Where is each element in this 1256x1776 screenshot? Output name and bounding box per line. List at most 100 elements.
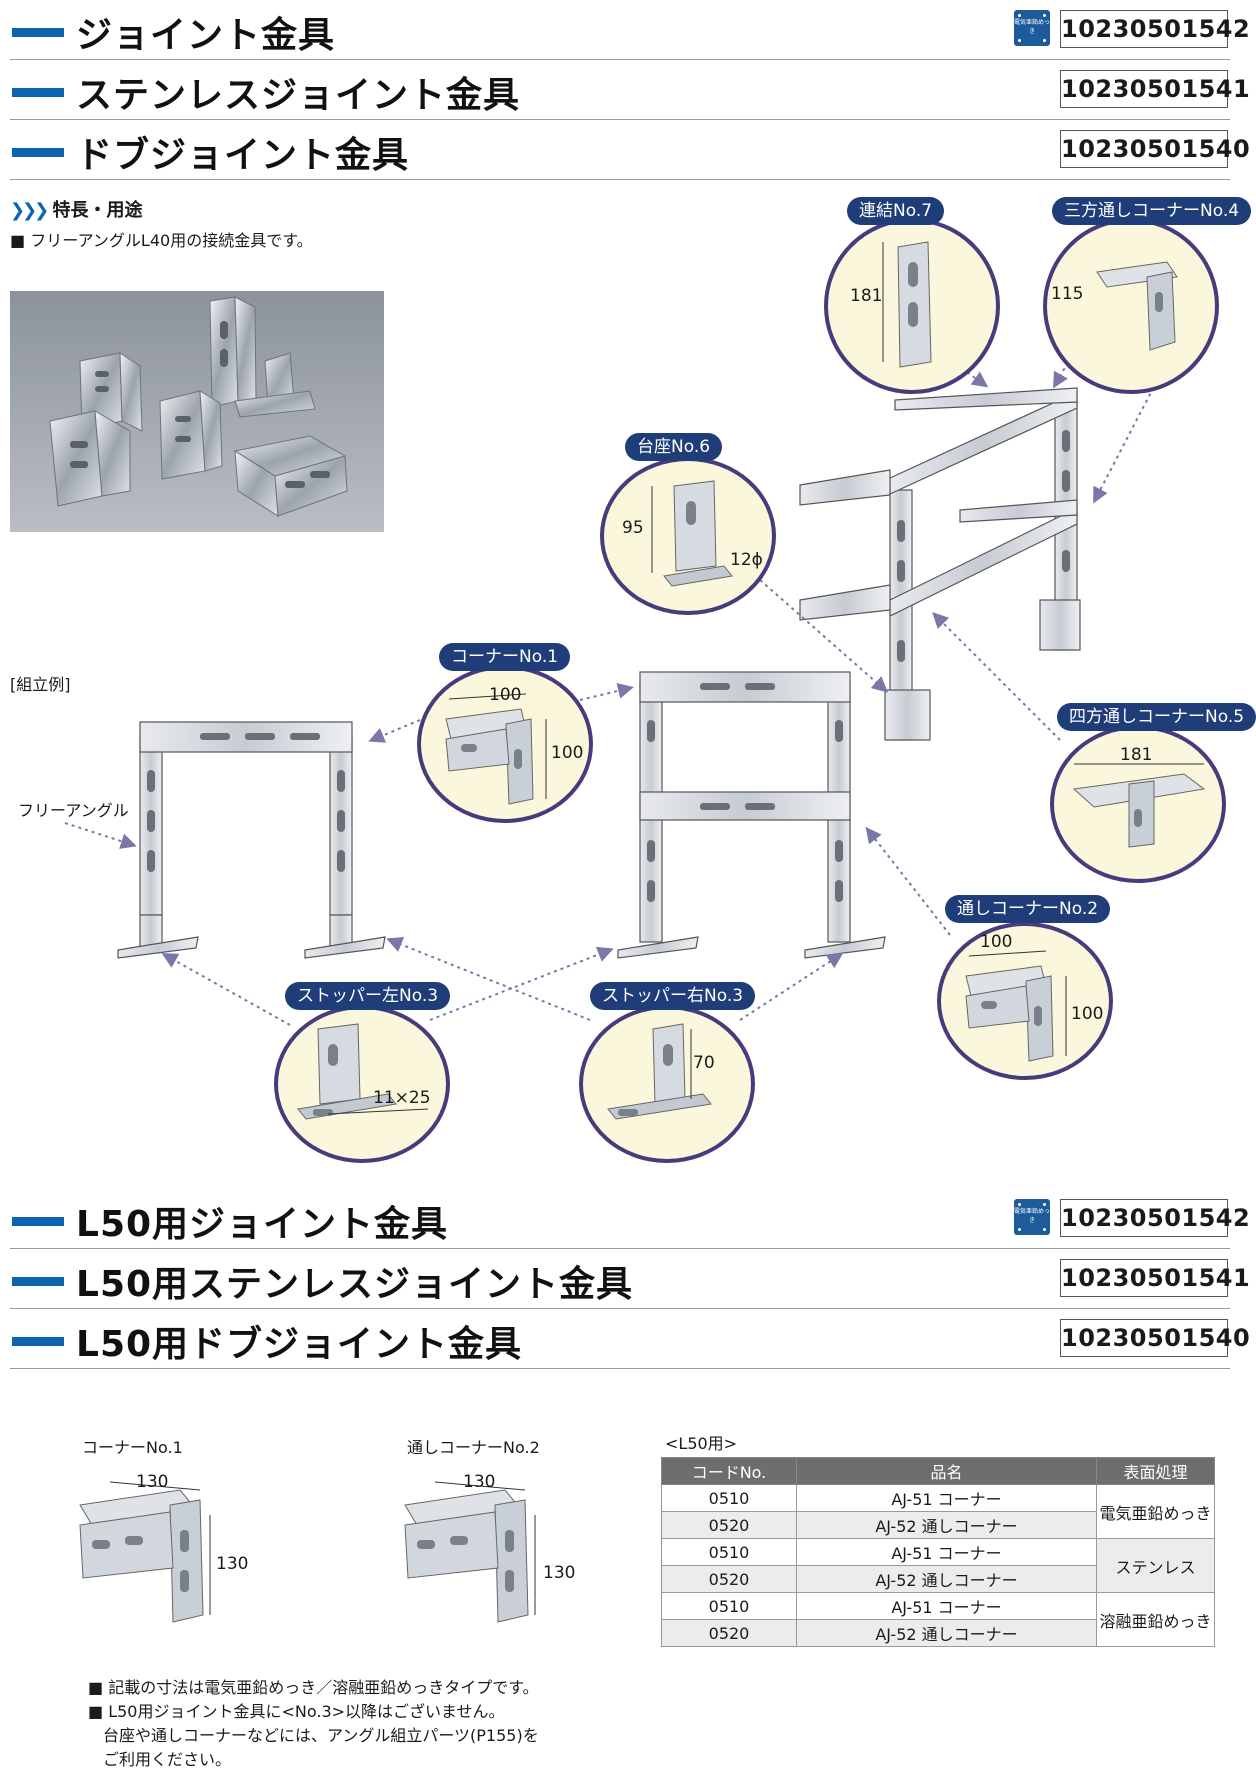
product-title: L50用ステンレスジョイント金具 [76,1264,634,1305]
table-row: 0510 AJ-51 コーナー 電気亜鉛めっき [661,1484,1215,1539]
bubble-daiza: 95 12ϕ [600,457,776,615]
table-caption: <L50用> [665,1434,738,1453]
name-cell: AJ-51 コーナー [796,1538,1097,1566]
finish-cell: 溶融亜鉛めっき [1096,1592,1215,1647]
name-cell: AJ-51 コーナー [796,1592,1097,1620]
part-tag: コーナーNo.1 [439,643,571,671]
dimension: 115 [1051,284,1084,304]
heading-bar [12,148,64,157]
header-row-5: L50用ステンレスジョイント金具 10230501541 [10,1251,1250,1309]
dimension: 100 [980,932,1013,952]
table-row: 0510 AJ-51 コーナー ステンレス [661,1538,1215,1593]
product-code: 10230501541 [1060,70,1250,108]
note-line: 台座や通しコーナーなどには、アングル組立パーツ(P155)を [103,1726,539,1745]
dimension: 130 [136,1472,169,1492]
dimension: 100 [551,743,584,763]
note-line: ■ 記載の寸法は電気亜鉛めっき／溶融亜鉛めっきタイプです。 [88,1678,539,1697]
header-row-4: L50用ジョイント金具 電気亜鉛めっき 10230501542 [10,1191,1250,1249]
part-tag: 通しコーナーNo.2 [945,895,1111,923]
table-row: 0520 AJ-52 通しコーナー [661,1619,1215,1647]
product-code: 10230501542 [1060,10,1250,48]
bubble-stopper-left: 11×25 [274,1005,450,1163]
product-title: ジョイント金具 [76,15,336,56]
product-code: 10230501540 [1060,130,1250,168]
part-tag: 連結No.7 [847,197,945,225]
dimension: 130 [216,1554,249,1574]
plating-badge-icon: 電気亜鉛めっき [1014,10,1050,46]
code-cell: 0510 [661,1538,797,1566]
name-cell: AJ-51 コーナー [796,1484,1097,1512]
free-angle-label: フリーアングル [18,801,129,820]
name-cell: AJ-52 通しコーナー [796,1565,1097,1593]
plating-badge-icon: 電気亜鉛めっき [1014,1199,1050,1235]
bubble-stopper-right: 70 [579,1005,755,1163]
column-header: 表面処理 [1096,1457,1215,1485]
product-title: L50用ドブジョイント金具 [76,1324,523,1365]
features-text: ■ フリーアングルL40用の接続金具です。 [10,231,313,250]
product-title: ステンレスジョイント金具 [76,75,521,116]
code-cell: 0510 [661,1484,797,1512]
code-cell: 0510 [661,1592,797,1620]
note-line: ご利用ください。 [103,1750,232,1769]
part-tag: 台座No.6 [625,433,723,461]
dimension: 100 [1071,1004,1104,1024]
header-row-1: ジョイント金具 電気亜鉛めっき 10230501542 [10,2,1250,60]
dimension: 11×25 [373,1088,431,1108]
dimension: 181 [850,286,883,306]
dimension: 95 [622,518,644,538]
part-tag: ストッパー左No.3 [285,982,451,1010]
name-cell: AJ-52 通しコーナー [796,1511,1097,1539]
heading-bar [12,28,64,37]
product-title: L50用ジョイント金具 [76,1204,449,1245]
table-row: 0520 AJ-52 通しコーナー [661,1565,1215,1593]
dimension: 70 [693,1053,715,1073]
table-header-row: コードNo. 品名 表面処理 [661,1457,1215,1485]
corner1-label: コーナーNo.1 [82,1438,183,1457]
bubble-corner1: 100 100 [417,665,593,823]
table-row: 0510 AJ-51 コーナー 溶融亜鉛めっき [661,1592,1215,1647]
name-cell: AJ-52 通しコーナー [796,1619,1097,1647]
table-row: 0520 AJ-52 通しコーナー [661,1511,1215,1539]
bubble-rengo: 181 [824,218,1000,394]
header-row-3: ドブジョイント金具 10230501540 [10,122,1250,180]
corner2-label: 通しコーナーNo.2 [407,1438,540,1457]
bubble-corner2: 100 100 [937,922,1113,1080]
dimension: 130 [543,1563,576,1583]
part-tag: ストッパー右No.3 [590,982,756,1010]
part-tag: 四方通しコーナーNo.5 [1057,703,1256,731]
heading-bar [12,1337,64,1346]
note-line: ■ L50用ジョイント金具に<No.3>以降はございません。 [88,1702,505,1721]
column-header: コードNo. [661,1457,797,1485]
corner2-drawing: 130 130 [395,1460,615,1630]
product-photo [10,291,384,532]
corner1-drawing: 130 130 [70,1460,290,1630]
product-title: ドブジョイント金具 [76,135,410,176]
part-tag: 三方通しコーナーNo.4 [1052,197,1252,225]
features-heading: ❯❯❯ 特長・用途 [10,200,143,221]
finish-cell: ステンレス [1096,1538,1215,1593]
finish-cell: 電気亜鉛めっき [1096,1484,1215,1539]
column-header: 品名 [796,1457,1097,1485]
assembly-label: [組立例] [10,675,71,694]
spec-table: コードNo. 品名 表面処理 0510 AJ-51 コーナー 電気亜鉛めっき 0… [661,1457,1215,1647]
product-code: 10230501540 [1060,1319,1250,1357]
bubble-shiho: 181 [1050,725,1226,883]
header-row-6: L50用ドブジョイント金具 10230501540 [10,1311,1250,1369]
header-row-2: ステンレスジョイント金具 10230501541 [10,62,1250,120]
heading-bar [12,1277,64,1286]
code-cell: 0520 [661,1619,797,1647]
assembly-diagram [64,349,1161,1026]
code-cell: 0520 [661,1565,797,1593]
plating-badge-text: 電気亜鉛めっき [1014,19,1051,35]
chevron-right-icon: ❯❯❯ [10,200,49,221]
dimension: 12ϕ [730,550,763,570]
dimension: 181 [1120,745,1153,765]
heading-bar [12,1217,64,1226]
product-code: 10230501542 [1060,1199,1250,1237]
code-cell: 0520 [661,1511,797,1539]
bubble-sanpo: 115 [1043,218,1219,394]
plating-badge-text: 電気亜鉛めっき [1014,1208,1051,1224]
product-code: 10230501541 [1060,1259,1250,1297]
dimension: 100 [489,685,522,705]
dimension: 130 [463,1472,496,1492]
